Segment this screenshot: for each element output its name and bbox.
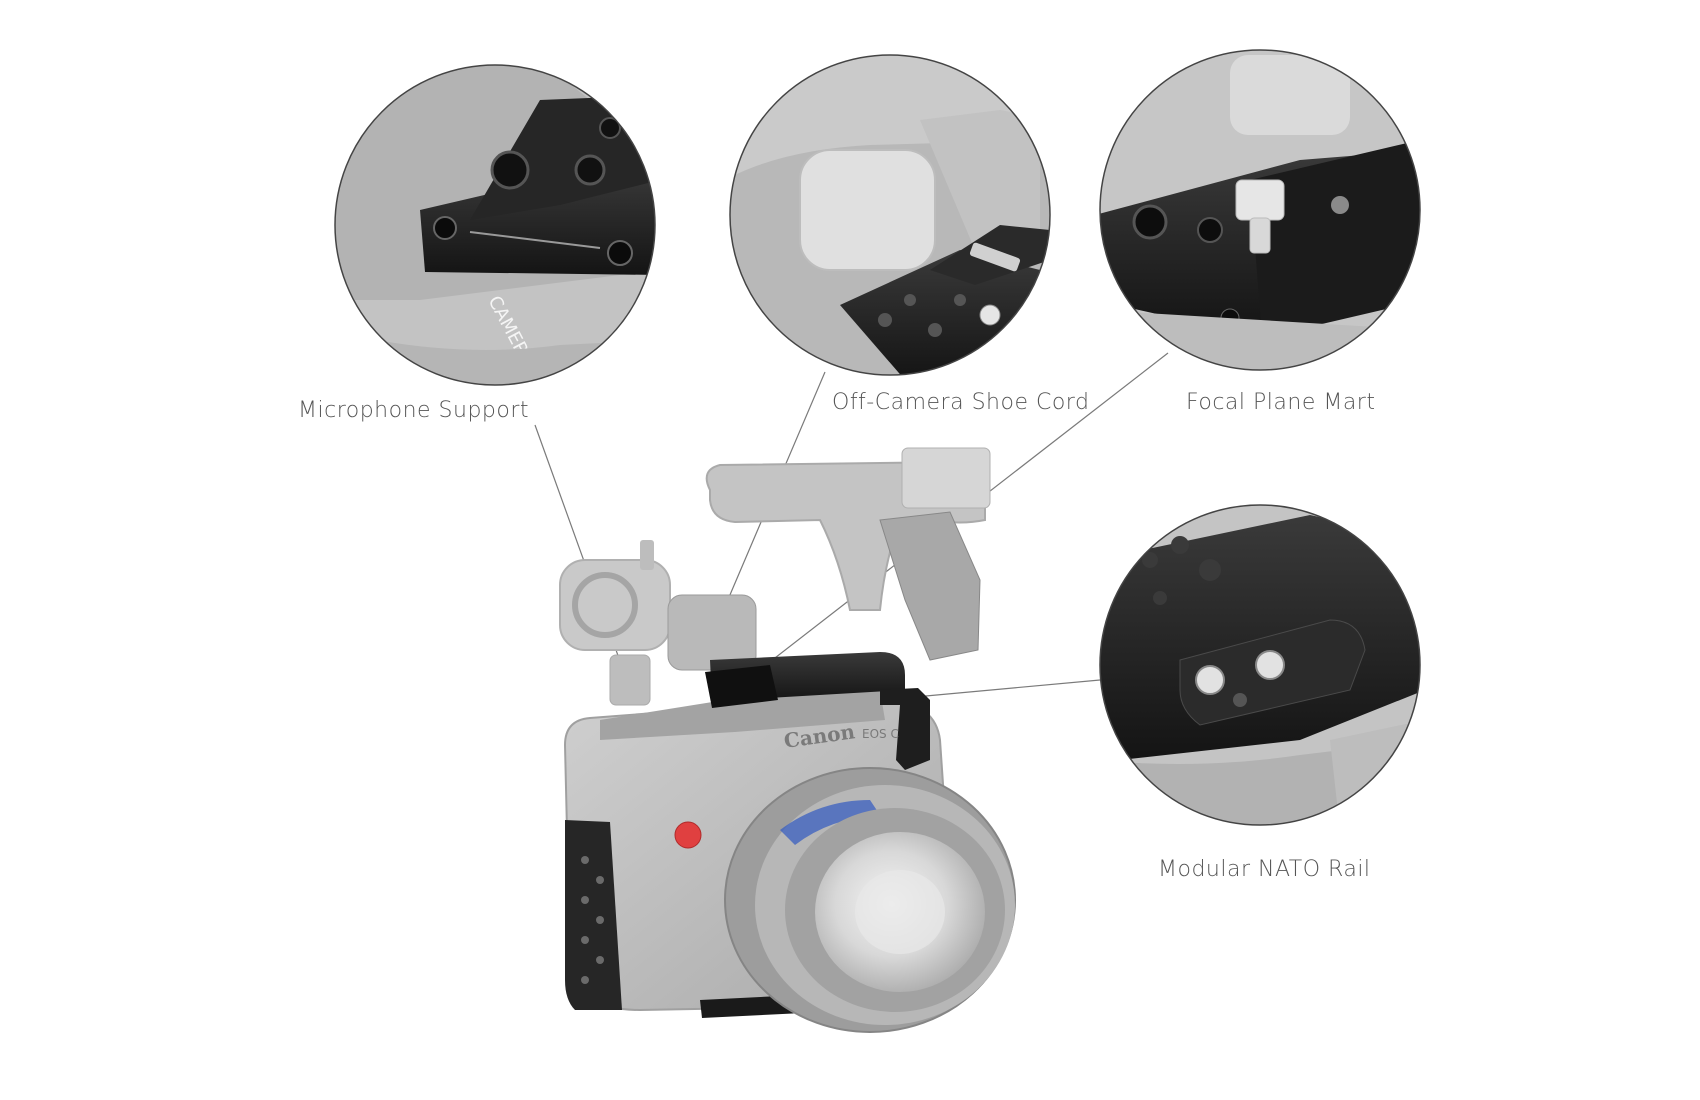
camera-lens bbox=[724, 767, 1016, 1033]
camera-rig: Canon EOS C bbox=[559, 447, 1016, 1033]
circle-outline-mic bbox=[334, 64, 656, 386]
callout-label-focal-plane-mart: Focal Plane Mart bbox=[1186, 390, 1376, 415]
circle-outline-focal bbox=[1099, 49, 1421, 371]
detail-circle-off-camera-shoe-cord bbox=[729, 54, 1051, 376]
model-badge-text: EOS C bbox=[862, 727, 899, 741]
cage-side-grip bbox=[565, 820, 622, 1010]
callout-label-modular-nato-rail: Modular NATO Rail bbox=[1158, 857, 1371, 882]
camera-top-plate bbox=[600, 690, 885, 740]
microphone-holder bbox=[559, 540, 671, 706]
circle-outline-nato bbox=[1099, 504, 1421, 826]
cage-top-rail bbox=[705, 665, 778, 708]
cage-side-arm bbox=[880, 688, 930, 770]
grip-holes bbox=[581, 856, 604, 984]
handle-shoe bbox=[901, 447, 991, 509]
detail-circle-microphone-support: CAMERA bbox=[334, 64, 656, 386]
detail-circle-modular-nato-rail bbox=[1099, 504, 1421, 826]
callout-label-off-camera-shoe-cord: Off-Camera Shoe Cord bbox=[832, 390, 1090, 415]
monitor-bracket bbox=[879, 511, 981, 661]
record-button bbox=[674, 821, 702, 849]
detail-circle-focal-plane-mart bbox=[1099, 49, 1421, 371]
circle-outline-shoe bbox=[729, 54, 1051, 376]
callout-label-microphone-support: Microphone Support bbox=[298, 398, 530, 423]
